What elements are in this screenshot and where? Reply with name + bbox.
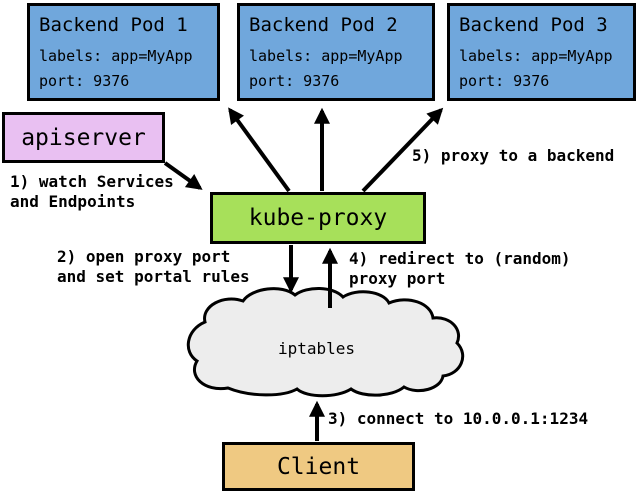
annotation-step3: 3) connect to 10.0.0.1:1234	[328, 409, 589, 428]
apiserver-label: apiserver	[21, 124, 146, 151]
backend-pod-3-title: Backend Pod 3	[459, 14, 608, 36]
backend-pod-1-port: port: 9376	[39, 72, 130, 90]
annotation-step1: 1) watch Services and Endpoints	[10, 172, 174, 211]
backend-pod-3-labels: labels: app=MyApp	[459, 47, 613, 65]
client-label: Client	[276, 453, 361, 480]
iptables-label: iptables	[278, 339, 356, 358]
annotation-step5: 5) proxy to a backend	[412, 146, 615, 165]
backend-pod-1-box: Backend Pod 1 labels: app=MyApp port: 93…	[27, 3, 220, 101]
client-box: Client	[222, 442, 415, 491]
kube-proxy-label: kube-proxy	[248, 205, 388, 231]
kube-proxy-box: kube-proxy	[210, 192, 426, 244]
backend-pod-2-box: Backend Pod 2 labels: app=MyApp port: 93…	[237, 3, 435, 101]
backend-pod-2-title: Backend Pod 2	[249, 14, 398, 36]
arrow-1-apiserver-to-kube-proxy	[163, 161, 203, 190]
backend-pod-2-labels: labels: app=MyApp	[249, 47, 403, 65]
apiserver-box: apiserver	[2, 112, 165, 163]
backend-pod-2-port: port: 9376	[249, 72, 340, 90]
backend-pod-3-box: Backend Pod 3 labels: app=MyApp port: 93…	[447, 3, 636, 101]
backend-pod-3-port: port: 9376	[459, 72, 550, 90]
iptables-cloud-shape	[186, 287, 465, 398]
annotation-step4: 4) redirect to (random) proxy port	[349, 249, 571, 288]
backend-pod-1-labels: labels: app=MyApp	[39, 47, 193, 65]
annotation-step2: 2) open proxy port and set portal rules	[57, 247, 250, 286]
arrow-5c-kube-proxy-to-pod3	[361, 107, 444, 193]
arrow-5a-kube-proxy-to-pod1	[228, 107, 291, 193]
backend-pod-1-title: Backend Pod 1	[39, 14, 188, 36]
